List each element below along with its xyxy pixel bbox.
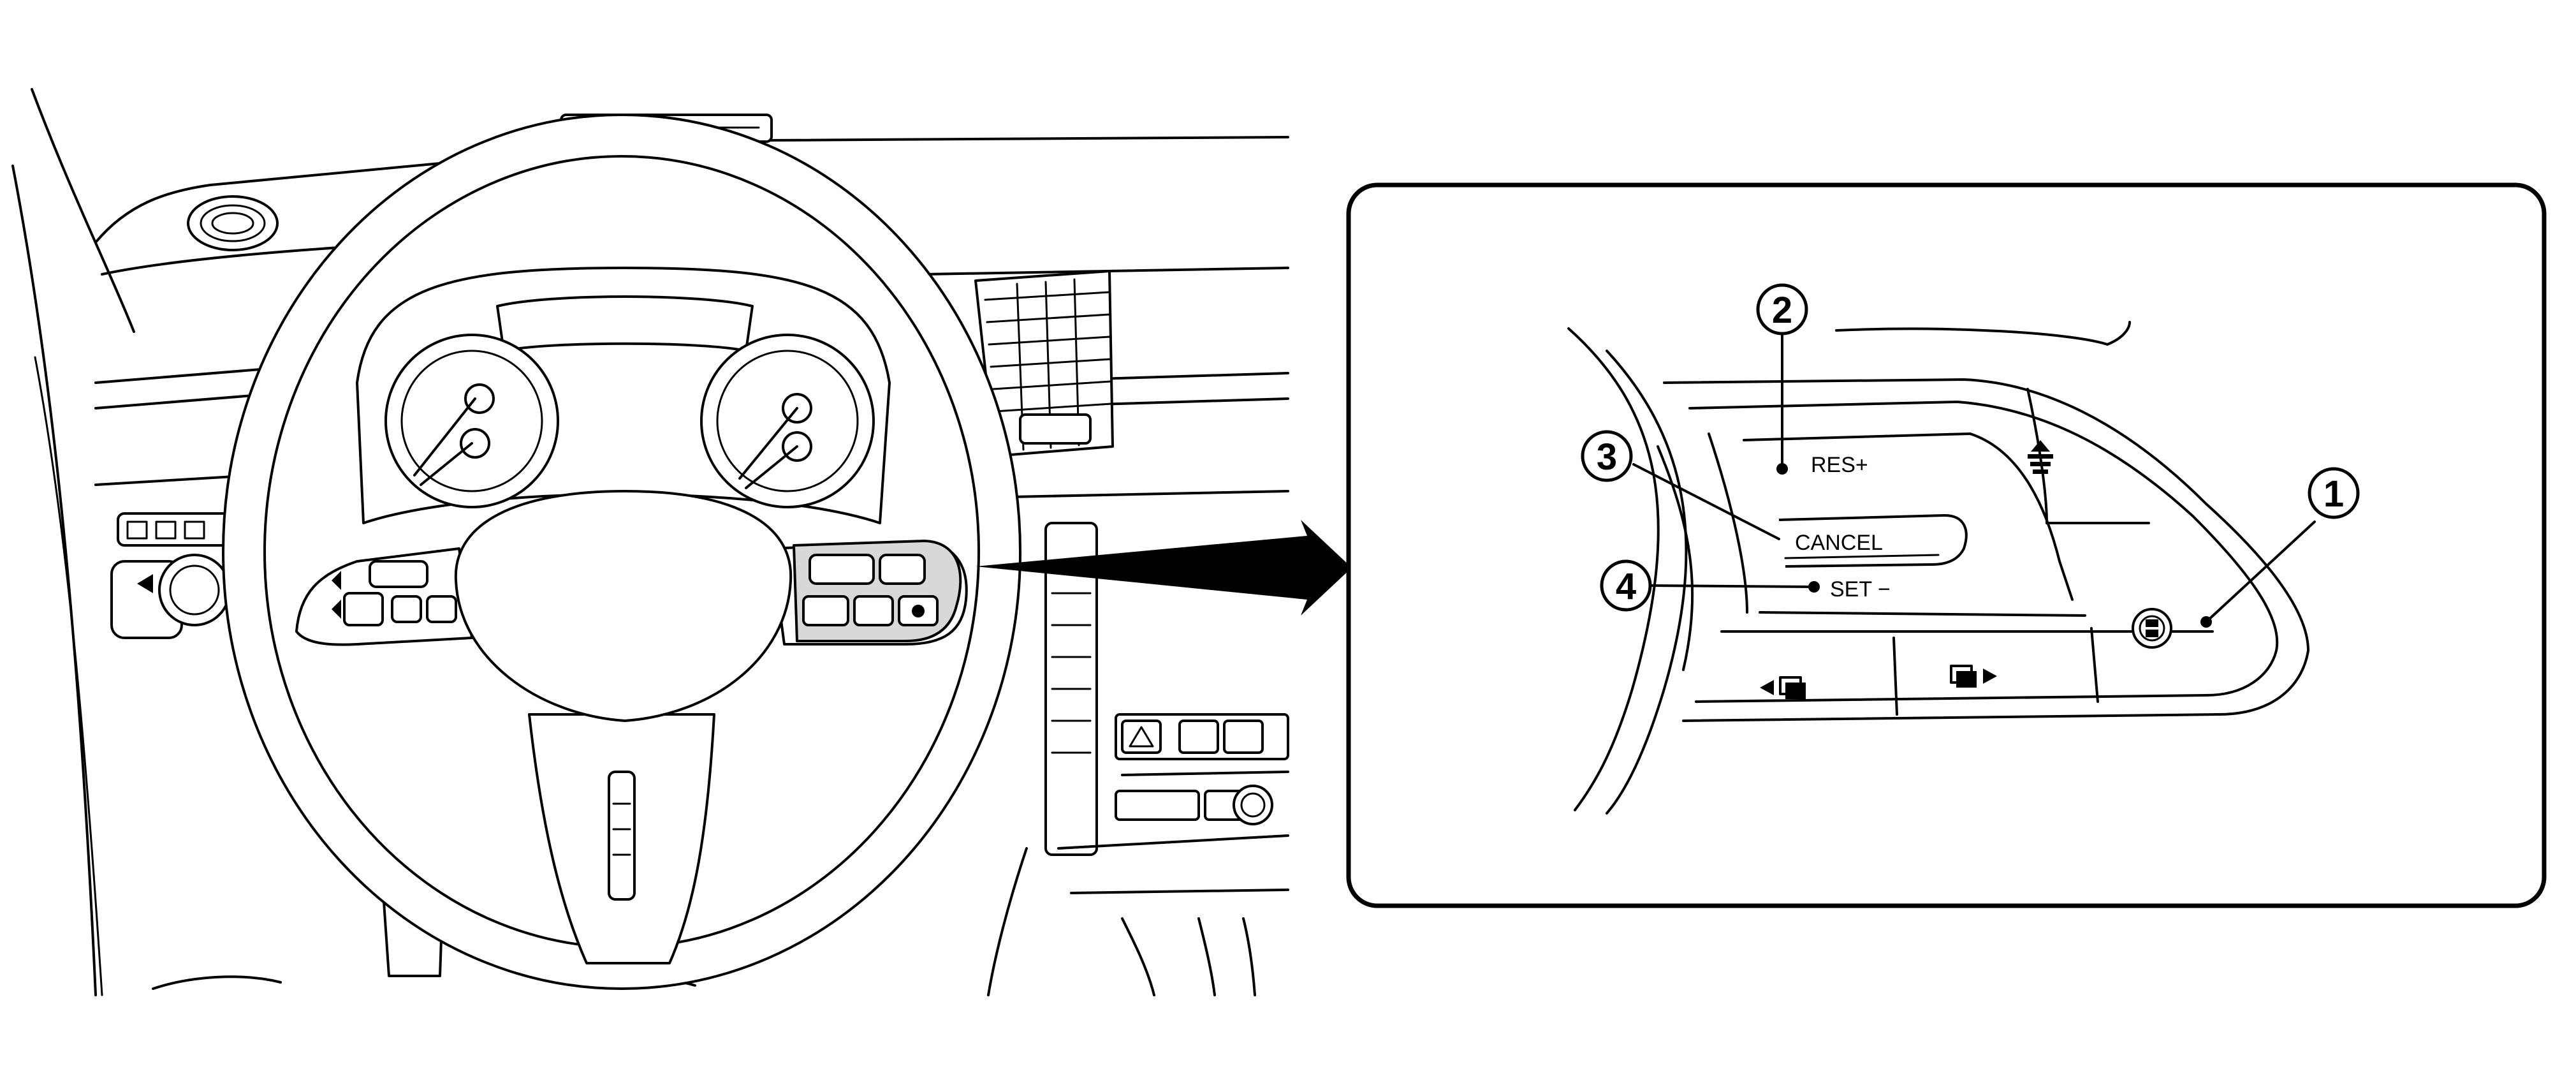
callout-1: 1	[2308, 467, 2360, 519]
panel-outline	[1663, 378, 2309, 722]
callout-3: 3	[1581, 430, 1633, 482]
svg-text:1: 1	[2324, 473, 2344, 515]
leader-line-3	[1632, 463, 1780, 540]
detail-inset: RES+ CANCEL SET −	[1346, 182, 2547, 908]
next-screen-icon[interactable]	[1950, 665, 1997, 688]
pointer-arrow	[976, 520, 1352, 616]
leader-line-4	[1650, 584, 1815, 588]
cancel-label: CANCEL	[1795, 531, 1883, 555]
panel-top-edge	[1835, 321, 2131, 346]
dashboard-illustration	[11, 88, 1289, 996]
previous-screen-icon[interactable]	[1760, 676, 1806, 699]
svg-text:4: 4	[1616, 566, 1636, 607]
svg-text:3: 3	[1597, 436, 1617, 478]
res-plus-label: RES+	[1811, 453, 1868, 477]
leader-line-1	[2205, 520, 2316, 623]
door-edge-line	[11, 165, 97, 996]
callout-2: 2	[1756, 283, 1808, 336]
door-inner-line	[34, 356, 103, 996]
speedometer-gauge	[384, 334, 559, 508]
a-pillar-line	[31, 88, 135, 333]
vehicle-distance-icon[interactable]	[2028, 440, 2053, 474]
cancel-button[interactable]	[1778, 514, 1968, 568]
svg-text:2: 2	[1772, 290, 1792, 331]
airbag-hub	[454, 490, 793, 722]
cruise-main-switch-icon[interactable]	[2132, 608, 2172, 649]
cluster-display	[496, 295, 754, 352]
center-vent	[974, 270, 1114, 457]
callout-4: 4	[1600, 559, 1652, 612]
right-spoke-switches-highlighted	[793, 540, 962, 642]
set-minus-label: SET −	[1830, 577, 1891, 602]
audio-panel	[1057, 713, 1289, 850]
left-spoke-switches	[332, 560, 457, 626]
